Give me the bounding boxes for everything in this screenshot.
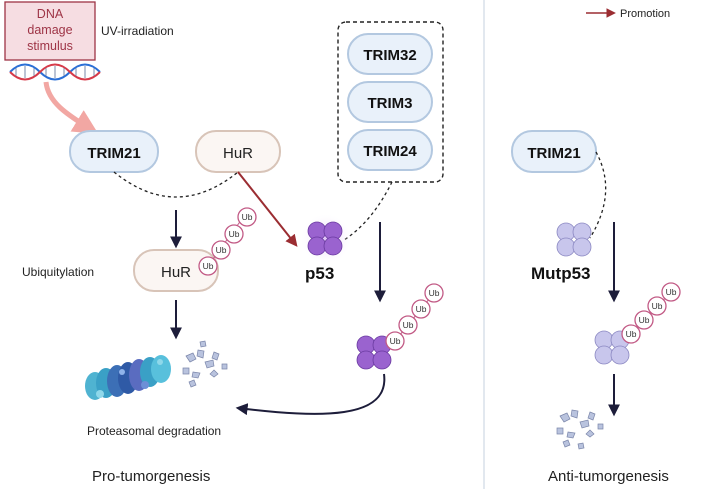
dna-helix-icon <box>9 63 101 81</box>
trim32-label: TRIM32 <box>363 47 416 64</box>
ub-label: Ub <box>626 329 637 339</box>
hur-top-label: HuR <box>223 145 253 162</box>
ub-mutp53-tetramer-icon <box>594 330 630 365</box>
peptide-fragments-right <box>556 409 604 450</box>
ub-chain-p53: Ub Ub Ub Ub <box>385 283 444 351</box>
ub-label: Ub <box>416 304 427 314</box>
ub-bead <box>224 224 244 244</box>
ub-label: Ub <box>429 288 440 298</box>
ub-bead <box>411 299 431 319</box>
ub-chain-hur: Ub Ub Ub Ub <box>198 207 257 276</box>
p53-label: p53 <box>305 264 334 283</box>
hur-bottom-label: HuR <box>161 264 191 281</box>
promotion-arrow <box>237 171 298 247</box>
stimulus-line-1: DNA <box>37 7 64 21</box>
ub-chain-mutp53: Ub Ub Ub Ub <box>621 282 681 344</box>
trim24-pill: TRIM24 <box>347 129 433 171</box>
stimulus-line-2: damage <box>27 23 72 37</box>
legend-label: Promotion <box>620 8 670 20</box>
ub-bead <box>647 296 667 316</box>
ub-bead <box>211 240 231 260</box>
stimulus-arrow <box>43 81 99 134</box>
trim21-right-pill: TRIM21 <box>511 130 597 173</box>
trim3-label: TRIM3 <box>368 95 413 112</box>
ub-label: Ub <box>639 315 650 325</box>
ub-bead <box>198 256 218 276</box>
ub-bead <box>424 283 444 303</box>
proteasome-icon <box>85 355 171 400</box>
ub-label: Ub <box>229 229 240 239</box>
ub-bead <box>621 324 641 344</box>
ub-bead <box>237 207 257 227</box>
ubiquitylation-label: Ubiquitylation <box>22 265 94 279</box>
anti-tumorgenesis-label: Anti-tumorgenesis <box>548 468 669 485</box>
peptide-fragments-left <box>182 340 228 388</box>
legend: Promotion <box>586 8 670 20</box>
trim3-pill: TRIM3 <box>347 81 433 123</box>
arrow-p53-to-proteasome <box>235 373 386 416</box>
hur-bottom-pill: HuR <box>133 249 219 292</box>
mutp53-tetramer-icon <box>556 222 592 257</box>
ub-label: Ub <box>666 287 677 297</box>
trim21-left-pill: TRIM21 <box>69 130 159 173</box>
ub-label: Ub <box>390 336 401 346</box>
mutp53-label: Mutp53 <box>531 264 591 283</box>
ub-label: Ub <box>203 261 214 271</box>
stimulus-line-3: stimulus <box>27 39 73 53</box>
trim-group-box <box>337 21 444 183</box>
pro-tumorgenesis-label: Pro-tumorgenesis <box>92 468 210 485</box>
trim21-left-label: TRIM21 <box>87 145 140 162</box>
ub-bead <box>398 315 418 335</box>
ub-label: Ub <box>652 301 663 311</box>
trim21-right-label: TRIM21 <box>527 145 580 162</box>
p53-tetramer-icon <box>300 213 352 265</box>
binding-link-mutp53 <box>589 151 607 239</box>
ub-label: Ub <box>242 212 253 222</box>
proteasomal-degradation-label: Proteasomal degradation <box>87 424 221 438</box>
trim32-pill: TRIM32 <box>347 33 433 75</box>
ub-bead <box>385 331 405 351</box>
stimulus-box: DNA damage stimulus <box>4 1 96 61</box>
ub-bead <box>634 310 654 330</box>
ub-label: Ub <box>216 245 227 255</box>
binding-link-p53 <box>343 181 393 241</box>
ub-p53-tetramer-icon <box>356 335 392 370</box>
hur-top-pill: HuR <box>195 130 281 173</box>
ub-bead <box>661 282 681 302</box>
uv-irradiation-label: UV-irradiation <box>101 24 174 38</box>
binding-link-left <box>113 171 239 198</box>
trim24-label: TRIM24 <box>363 143 417 160</box>
ub-label: Ub <box>403 320 414 330</box>
